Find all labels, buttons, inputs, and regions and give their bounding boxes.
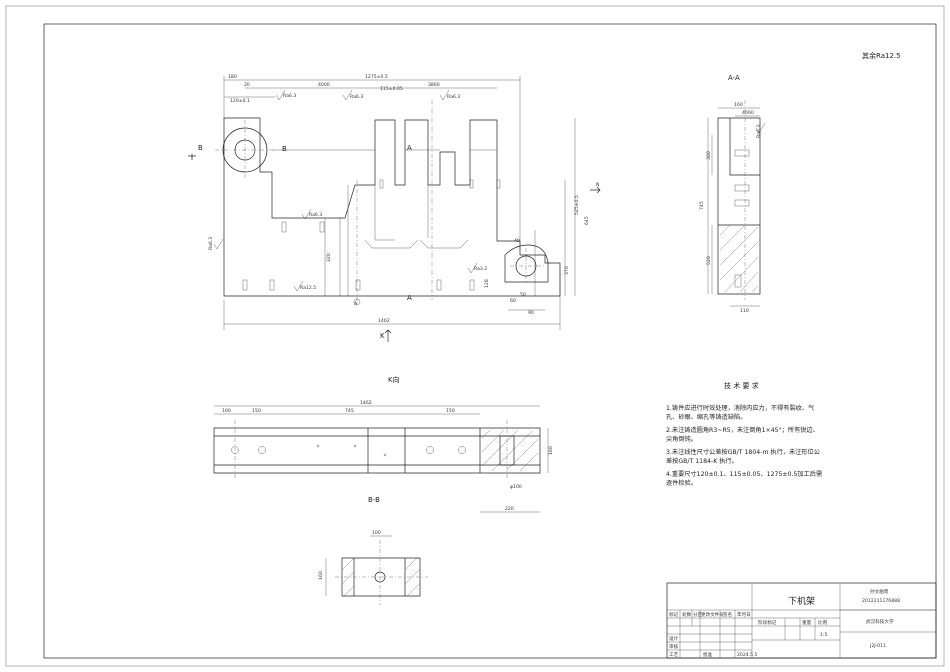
section-aa-view <box>717 100 761 300</box>
svg-text:110: 110 <box>740 308 749 314</box>
dim-4000: 4000 <box>318 82 330 88</box>
dim-1275: 1275±0.5 <box>365 74 388 80</box>
svg-text:签名: 签名 <box>723 611 732 618</box>
drawing-number: J2J-011 <box>869 643 886 649</box>
svg-text:300: 300 <box>706 151 712 160</box>
k-view <box>213 420 541 480</box>
svg-text:150: 150 <box>446 408 455 414</box>
technical-requirements: 技 术 要 求 1.铸件应进行时效处理，消除内应力，不得有裂纹、气 孔、砂眼、缩… <box>666 381 822 487</box>
datum-a: A <box>354 301 358 307</box>
svg-text:设计: 设计 <box>669 635 679 642</box>
svg-text:Ra6.3: Ra6.3 <box>283 93 296 99</box>
svg-text:Ra6.3: Ra6.3 <box>208 237 214 250</box>
section-a-marker-bottom: A <box>407 294 412 302</box>
svg-text:745: 745 <box>699 201 705 210</box>
svg-text:Ra6.3: Ra6.3 <box>350 94 363 100</box>
svg-text:分区: 分区 <box>693 611 703 618</box>
roughness-symbols: Ra6.3 Ra6.3 Ra6.3 Ra6.3 Ra12.5 Ra6.3 Ra3… <box>208 89 487 292</box>
svg-text:1462: 1462 <box>360 400 372 406</box>
view-k-title: K向 <box>388 375 400 384</box>
svg-text:孔、砂眼、缩孔等铸造缺陷。: 孔、砂眼、缩孔等铸造缺陷。 <box>666 413 746 421</box>
section-bb-title: B-B <box>368 496 380 504</box>
svg-text:3.未注线性尺寸公差按GB/T 1804-m 执行，未注形位: 3.未注线性尺寸公差按GB/T 1804-m 执行，未注形位公 <box>666 448 820 456</box>
section-b-marker-left: B <box>198 144 203 152</box>
dim-120: 120±0.1 <box>230 98 250 104</box>
dim-645: 645 <box>584 216 590 225</box>
dim-115: 115±0.05 <box>380 86 403 92</box>
svg-text:100: 100 <box>372 530 381 536</box>
dim-1462: 1462 <box>378 318 390 324</box>
dim-20: 20 <box>244 82 250 88</box>
dim-3860: 3860 <box>428 82 440 88</box>
svg-text:审核: 审核 <box>669 643 679 650</box>
svg-text:φ100: φ100 <box>510 484 522 490</box>
dim-180: 180 <box>228 74 237 80</box>
svg-text:年月日: 年月日 <box>737 611 751 618</box>
svg-text:2012211176888: 2012211176888 <box>862 598 900 604</box>
dim-90: 90 <box>528 310 534 316</box>
section-aa-title: A-A <box>728 74 740 82</box>
svg-text:1:5: 1:5 <box>820 632 827 638</box>
svg-text:40: 40 <box>742 110 748 116</box>
school-name: 武汉科技大学 <box>866 618 894 625</box>
dim-50: 50 <box>520 292 526 298</box>
front-view <box>215 100 561 306</box>
svg-text:2.未注铸造圆角R3~R5，未注倒角1×45°；所有锐边、: 2.未注铸造圆角R3~R5，未注倒角1×45°；所有锐边、 <box>666 426 819 434</box>
svg-text:60: 60 <box>748 110 754 116</box>
svg-text:处数: 处数 <box>682 611 692 618</box>
part-name: 下机架 <box>788 595 815 607</box>
dim-320: 320 <box>326 253 332 262</box>
dim-370: 370 <box>564 266 570 275</box>
svg-text:160: 160 <box>734 102 743 108</box>
dim-60: 60 <box>510 298 516 304</box>
outer-border <box>5 5 945 667</box>
svg-text:Ra6.3: Ra6.3 <box>309 212 322 218</box>
svg-text:尖角倒钝。: 尖角倒钝。 <box>666 435 697 443</box>
svg-text:工艺: 工艺 <box>669 652 679 658</box>
section-a-marker-top: A <box>407 144 412 152</box>
svg-text:标记: 标记 <box>669 611 679 618</box>
svg-text:160: 160 <box>318 571 324 580</box>
svg-text:4.重要尺寸120±0.1、115±0.05、1275±0.: 4.重要尺寸120±0.1、115±0.05、1275±0.5加工后需 <box>666 470 822 478</box>
svg-text:Ra6.3: Ra6.3 <box>447 94 460 100</box>
svg-text:逐件检验。: 逐件检验。 <box>666 479 697 487</box>
dim-40: 40 <box>514 238 520 244</box>
svg-text:Ra12.5: Ra12.5 <box>300 285 316 291</box>
view-n-marker: N <box>596 182 599 188</box>
dim-525: 525±0.5 <box>574 195 580 215</box>
section-bb-view <box>335 540 428 605</box>
svg-text:更改文件号: 更改文件号 <box>701 611 724 618</box>
svg-text:差按GB/T 1184-K 执行。: 差按GB/T 1184-K 执行。 <box>666 457 738 465</box>
inner-frame <box>43 23 937 659</box>
svg-text:100: 100 <box>222 408 231 414</box>
svg-text:阶段标记: 阶段标记 <box>758 619 777 626</box>
svg-text:220: 220 <box>505 506 514 512</box>
tech-req-title: 技 术 要 求 <box>724 381 759 390</box>
general-roughness-note: 其余Ra12.5 <box>862 51 901 60</box>
svg-text:重量: 重量 <box>802 619 812 626</box>
svg-text:745: 745 <box>345 408 354 414</box>
front-view-dimension-lines <box>223 76 576 330</box>
svg-text:Ra6.3: Ra6.3 <box>756 125 762 138</box>
svg-text:150: 150 <box>252 408 261 414</box>
svg-text:Ra3.2: Ra3.2 <box>474 266 487 272</box>
svg-text:比例: 比例 <box>818 619 828 626</box>
svg-text:批准: 批准 <box>703 651 713 658</box>
svg-text:1.铸件应进行时效处理，消除内应力，不得有裂纹、气: 1.铸件应进行时效处理，消除内应力，不得有裂纹、气 <box>666 404 814 412</box>
view-k-marker: K <box>380 332 385 340</box>
svg-text:孙文舶周: 孙文舶周 <box>870 588 889 595</box>
svg-text:520: 520 <box>706 256 712 265</box>
title-block: 标记 处数 分区 更改文件号 签名 年月日 设计 审核 工艺 批准 2024.5… <box>666 582 937 659</box>
svg-text:160: 160 <box>548 446 554 455</box>
svg-text:2024.5.5: 2024.5.5 <box>737 652 758 658</box>
dim-128: 128 <box>484 279 490 288</box>
section-b-marker-right: B <box>282 145 287 153</box>
